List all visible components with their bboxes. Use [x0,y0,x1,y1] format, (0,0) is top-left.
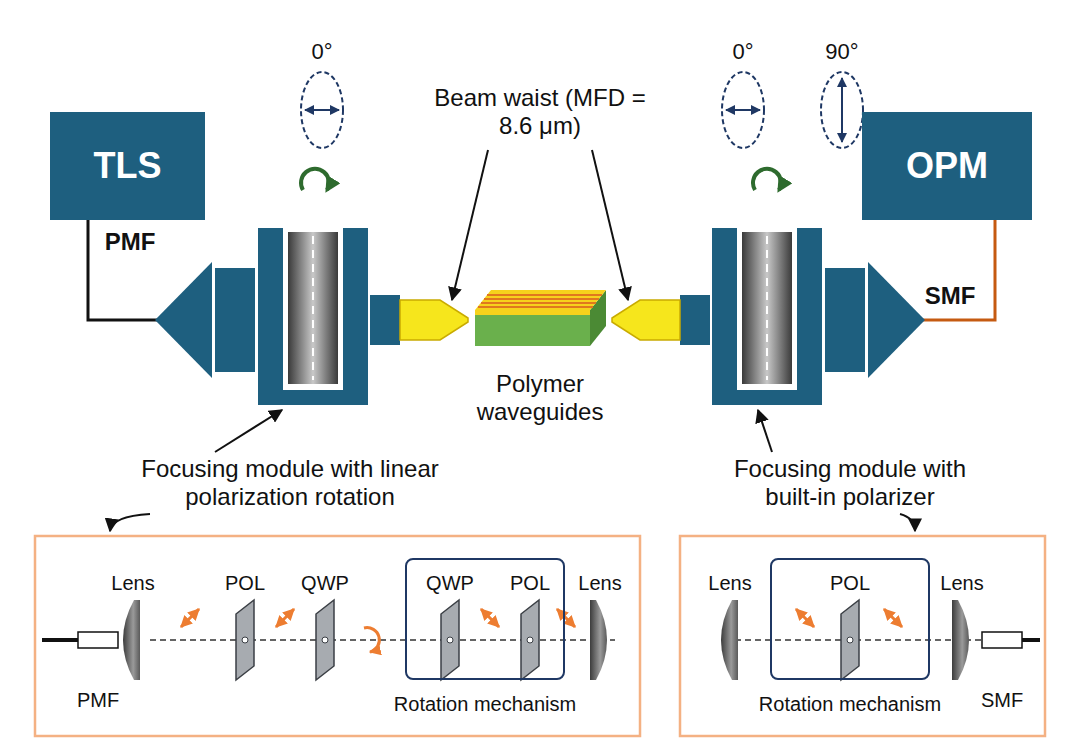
chip-label: Polymer waveguides [445,370,635,425]
group-heading: Rotation mechanism [759,693,941,716]
component-label: POL [225,572,265,595]
component-label: Lens [940,572,983,595]
fiber-label: PMF [105,228,156,256]
instrument-name: TLS [94,145,162,187]
fiber-label: SMF [925,282,976,310]
component-label: POL [830,572,870,595]
component-label: Lens [578,572,621,595]
module-label: Focusing module with built-in polarizer [710,455,990,510]
component-label: Lens [708,572,751,595]
fiber-label: SMF [981,689,1023,712]
angle-label: 90° [825,39,858,64]
angle-label: 0° [311,39,332,64]
component-label: QWP [426,572,474,595]
beam-waist-label: Beam waist (MFD = 8.6 μm) [425,84,655,139]
rotation-mechanism-box: POLRotation mechanism [770,558,930,680]
component-label: POL [510,572,550,595]
instrument-box: TLS [50,112,205,220]
component-label: Lens [111,572,154,595]
rotation-mechanism-box: QWPPOLRotation mechanism [405,558,565,680]
fiber-label: PMF [77,689,119,712]
group-heading: Rotation mechanism [394,693,576,716]
instrument-box: OPM [862,112,1032,220]
instrument-name: OPM [906,145,988,187]
module-label: Focusing module with linear polarization… [130,455,450,510]
component-label: QWP [301,572,349,595]
angle-label: 0° [732,39,753,64]
